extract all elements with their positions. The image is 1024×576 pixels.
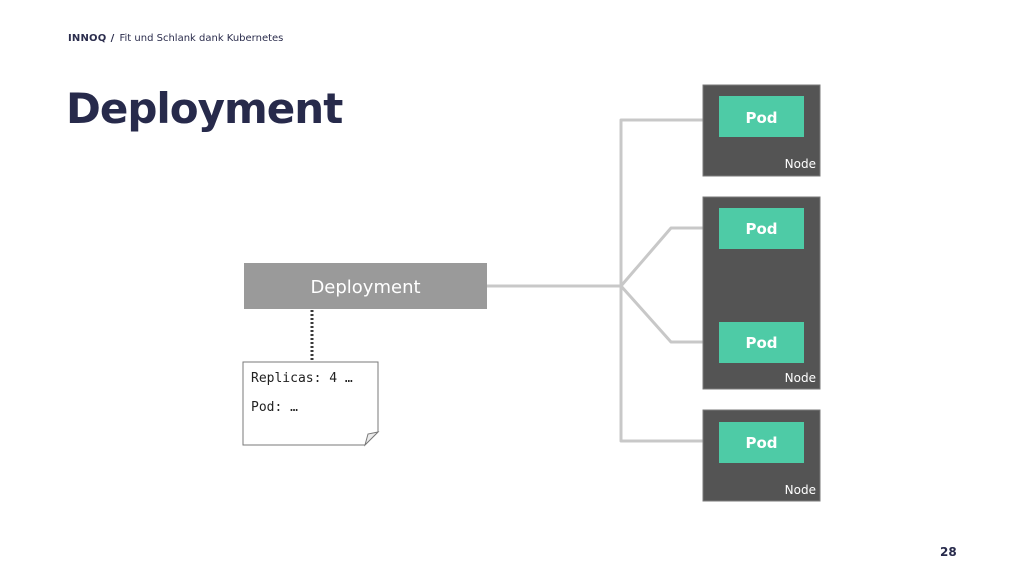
node-3: Pod Node (702, 409, 821, 502)
header-separator: / (110, 33, 115, 44)
node-2: Pod Pod Node (702, 196, 821, 390)
note-pod: Pod: … (251, 400, 298, 415)
slide-title: Deployment (66, 84, 343, 133)
deployment-box (244, 263, 487, 309)
header: INNOQ / Fit und Schlank dank Kubernetes (68, 33, 283, 44)
connector-line (487, 118, 704, 443)
node-label: Node (785, 371, 816, 385)
pod-label: Pod (745, 434, 777, 452)
pod-label: Pod (745, 334, 777, 352)
node-label: Node (785, 157, 816, 171)
pod-4 (719, 422, 804, 463)
node-1: Pod Node (702, 84, 821, 177)
header-subtitle: Fit und Schlank dank Kubernetes (119, 33, 284, 44)
note-replicas: Replicas: 4 … (251, 371, 353, 386)
pod-label: Pod (745, 109, 777, 127)
node-label: Node (785, 483, 816, 497)
deployment-label: Deployment (310, 277, 420, 298)
pod-2 (719, 208, 804, 249)
pod-label: Pod (745, 220, 777, 238)
page-number: 28 (940, 545, 957, 559)
pod-1 (719, 96, 804, 137)
pod-3 (719, 322, 804, 363)
note-fold (364, 431, 380, 447)
brand-logo: INNOQ (68, 33, 107, 44)
